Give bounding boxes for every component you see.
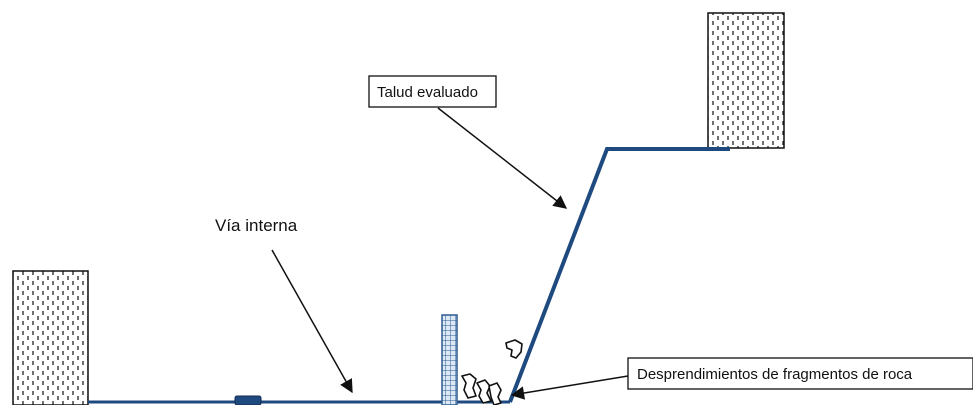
label-desprendimientos-box: Desprendimientos de fragmentos de roca	[627, 357, 973, 390]
rock-fragment-4	[488, 382, 502, 405]
label-talud-text: Talud evaluado	[377, 84, 478, 101]
slope-line	[508, 147, 730, 403]
arrow-via	[271, 249, 353, 394]
protection-column	[441, 314, 458, 405]
rock-fragment-3	[476, 379, 492, 404]
label-talud-box: Talud evaluado	[368, 75, 497, 108]
arrow-talud	[437, 107, 568, 209]
rock-fragment-2	[461, 373, 477, 399]
label-desprendimientos-text: Desprendimientos de fragmentos de roca	[637, 366, 913, 383]
rock-block-bottom-left	[12, 270, 89, 405]
label-via-text: Vía interna	[215, 216, 298, 235]
arrow-desprendimientos	[510, 375, 629, 400]
vehicle-marker	[234, 395, 262, 405]
rock-fragment-1	[505, 339, 523, 359]
rock-block-top-right	[707, 12, 785, 149]
rock-fragments	[461, 339, 523, 405]
